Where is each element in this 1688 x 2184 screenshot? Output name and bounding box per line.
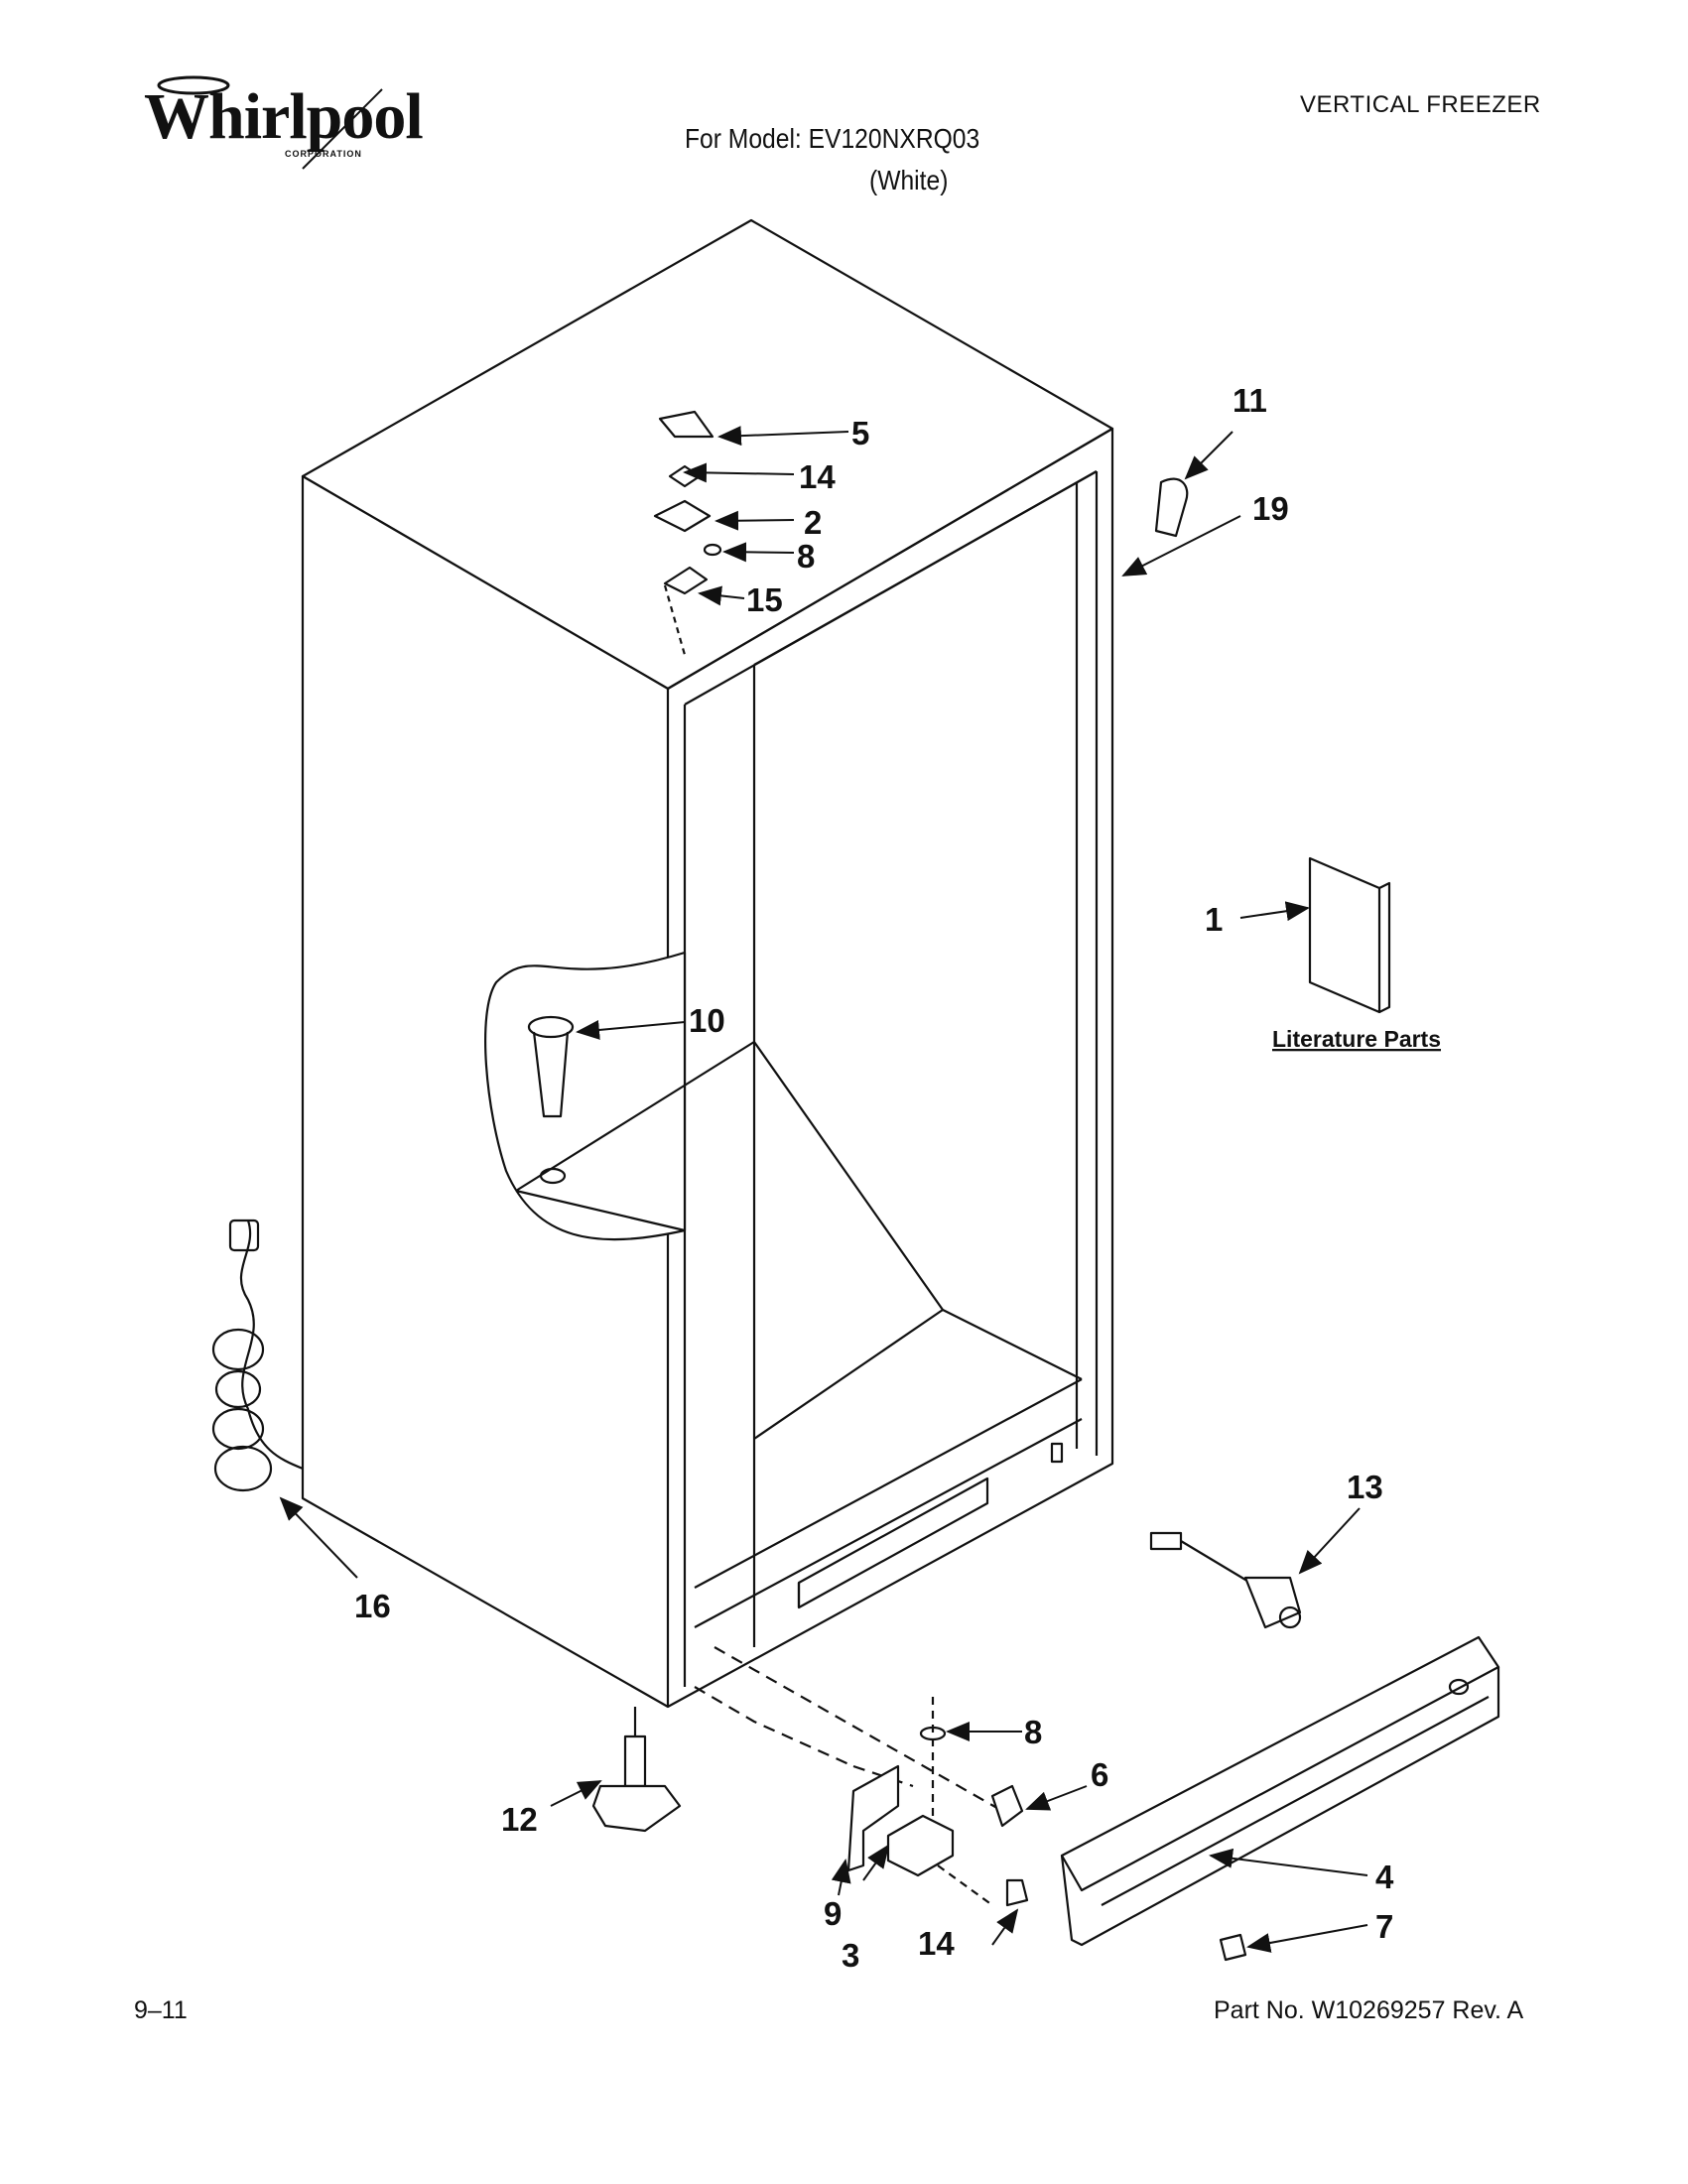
revision-date: 9–11 [134, 1996, 188, 2024]
callout-6: 6 [1091, 1756, 1108, 1793]
callout-11: 11 [1233, 382, 1267, 419]
callout-12: 12 [501, 1801, 538, 1838]
callout-4: 4 [1375, 1859, 1394, 1895]
product-category: VERTICAL FREEZER [1300, 91, 1541, 118]
callout-1: 1 [1205, 901, 1223, 938]
whirlpool-logo: Whirlpool CORPORATION [134, 69, 424, 179]
callout-16: 16 [354, 1588, 391, 1624]
part-number: Part No. W10269257 Rev. A [1214, 1996, 1524, 2024]
cabinet-shell [211, 218, 1500, 1962]
callout-8-top: 8 [797, 538, 815, 575]
leader-lines [279, 426, 1368, 1953]
callout-5: 5 [851, 415, 869, 451]
callout-9: 9 [824, 1895, 842, 1932]
callout-14-bottom: 14 [918, 1925, 955, 1962]
model-color: (White) [869, 165, 949, 195]
callout-15: 15 [746, 581, 783, 618]
callout-13: 13 [1347, 1469, 1383, 1505]
callout-14-top: 14 [799, 458, 836, 495]
callout-3: 3 [842, 1937, 859, 1974]
model-number: For Model: EV120NXRQ03 [685, 123, 980, 154]
brand-sub: CORPORATION [285, 149, 362, 159]
callout-2: 2 [804, 504, 822, 541]
literature-parts-label: Literature Parts [1272, 1026, 1441, 1052]
callout-8-bottom: 8 [1024, 1714, 1042, 1750]
callout-19: 19 [1252, 490, 1289, 527]
callout-7: 7 [1375, 1908, 1393, 1945]
logo-swoosh-icon [157, 75, 383, 170]
brand-name: Whirlpool [144, 80, 424, 153]
callout-10: 10 [689, 1002, 725, 1039]
